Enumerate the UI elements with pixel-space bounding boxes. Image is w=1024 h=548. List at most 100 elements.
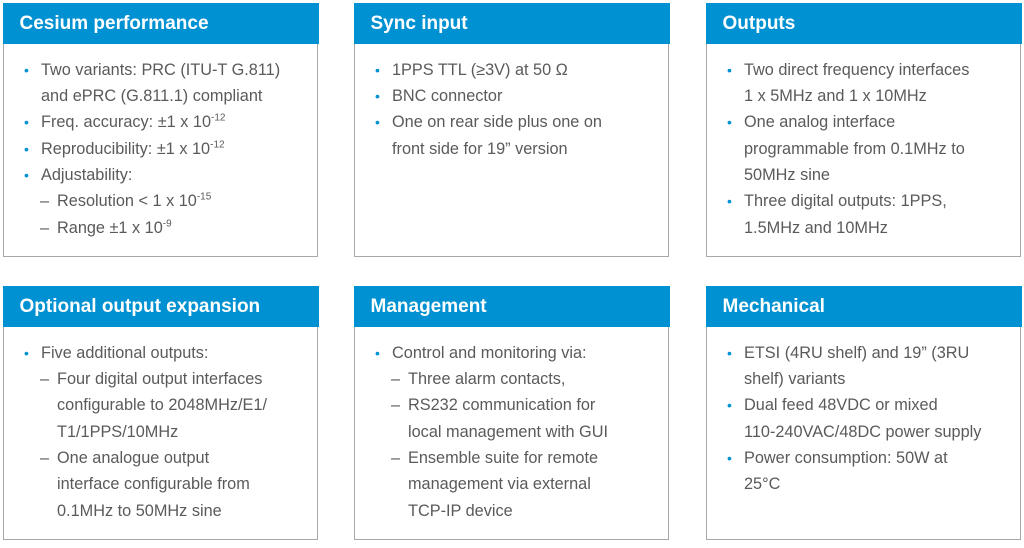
mechanical-panel: Mechanical • ETSI (4RU shelf) and 19” (3RU… xyxy=(705,285,1022,540)
cesium-performance-panel: Cesium performance • Two variants: PRC (IT… xyxy=(2,2,319,257)
dash-icon: – xyxy=(40,369,50,388)
bullet-item: • Control and monitoring via: xyxy=(355,340,668,366)
bullet-item: • Two variants: PRC (ITU-T G.811) xyxy=(4,57,317,83)
bullet-item: • One analog interface xyxy=(707,109,1020,135)
item-text: Dual feed 48VDC or mixed xyxy=(744,396,938,415)
item-text: 0.1MHz to 50MHz sine xyxy=(57,501,222,520)
outputs-panel: Outputs • Two direct frequency interfaces 1… xyxy=(705,2,1022,257)
item-continuation: T1/1PPS/10MHz xyxy=(4,419,317,445)
exponent: -12 xyxy=(210,139,225,151)
panel-body: • Control and monitoring via: –Three alarm… xyxy=(355,327,668,525)
sub-item: –Resolution < 1 x 10-15 xyxy=(4,188,317,214)
item-continuation: shelf) variants xyxy=(707,366,1020,392)
item-text: 1PPS TTL (≥3V) at 50 Ω xyxy=(392,60,568,79)
item-text: TCP-IP device xyxy=(408,501,513,520)
panel-body: • Two variants: PRC (ITU-T G.811) and ePRC… xyxy=(4,44,317,242)
bullet-icon: • xyxy=(375,61,380,78)
item-text: Three alarm contacts, xyxy=(408,369,566,388)
item-text: local management with GUI xyxy=(408,422,608,441)
dash-icon: – xyxy=(391,396,401,415)
item-text: Control and monitoring via: xyxy=(392,343,587,362)
item-text: Ensemble suite for remote xyxy=(408,449,599,468)
item-text: Two direct frequency interfaces xyxy=(744,60,970,79)
item-continuation: 110-240VAC/48DC power supply xyxy=(707,419,1020,445)
item-continuation: local management with GUI xyxy=(355,419,668,445)
bullet-item: • Dual feed 48VDC or mixed xyxy=(707,392,1020,418)
item-text: management via external xyxy=(408,475,591,494)
bullet-icon: • xyxy=(727,397,732,414)
item-text: One analog interface xyxy=(744,113,896,132)
bullet-item: • Adjustability: xyxy=(4,162,317,188)
sub-item: –One analogue output xyxy=(4,445,317,471)
item-text: RS232 communication for xyxy=(408,396,596,415)
item-continuation: 1.5MHz and 10MHz xyxy=(707,215,1020,241)
item-continuation: and ePRC (G.811.1) compliant xyxy=(4,83,317,109)
item-continuation: configurable to 2048MHz/E1/ xyxy=(4,392,317,418)
item-text: programmable from 0.1MHz to xyxy=(744,139,965,158)
panel-title: Mechanical xyxy=(705,285,1022,327)
bullet-icon: • xyxy=(375,344,380,361)
dash-icon: – xyxy=(40,218,50,237)
item-text: front side for 19” version xyxy=(392,139,568,158)
dash-icon: – xyxy=(40,449,50,468)
sub-item: –Range ±1 x 10-9 xyxy=(4,215,317,241)
dash-icon: – xyxy=(391,369,401,388)
panel-body: • ETSI (4RU shelf) and 19” (3RU shelf) var… xyxy=(707,327,1020,498)
item-text: Adjustability: xyxy=(41,166,133,185)
panel-title: Cesium performance xyxy=(2,2,319,44)
bullet-icon: • xyxy=(24,61,29,78)
bullet-item: • 1PPS TTL (≥3V) at 50 Ω xyxy=(355,57,668,83)
item-text: One analogue output xyxy=(57,449,210,468)
sub-item: –RS232 communication for xyxy=(355,392,668,418)
item-text: 110-240VAC/48DC power supply xyxy=(744,422,982,441)
bullet-icon: • xyxy=(24,140,29,157)
item-text: Freq. accuracy: ±1 x 10 xyxy=(41,113,212,132)
panel-title: Optional output expansion xyxy=(2,285,319,327)
bullet-icon: • xyxy=(24,344,29,361)
item-text: 1.5MHz and 10MHz xyxy=(744,218,888,237)
item-text: Three digital outputs: 1PPS, xyxy=(744,192,947,211)
dash-icon: – xyxy=(40,192,50,211)
item-text: Five additional outputs: xyxy=(41,343,209,362)
item-text: Range ±1 x 10 xyxy=(57,218,163,237)
bullet-item: • One on rear side plus one on xyxy=(355,109,668,135)
sub-item: –Three alarm contacts, xyxy=(355,366,668,392)
item-continuation: interface configurable from xyxy=(4,471,317,497)
bullet-icon: • xyxy=(24,114,29,131)
item-text: ETSI (4RU shelf) and 19” (3RU xyxy=(744,343,970,362)
bullet-icon: • xyxy=(375,114,380,131)
item-text: configurable to 2048MHz/E1/ xyxy=(57,396,267,415)
bullet-icon: • xyxy=(24,167,29,184)
item-text: Resolution < 1 x 10 xyxy=(57,192,197,211)
bullet-item: •BNC connector xyxy=(355,83,668,109)
item-text: Reproducibility: ±1 x 10 xyxy=(41,139,211,158)
panel-title: Outputs xyxy=(705,2,1022,44)
item-continuation: 0.1MHz to 50MHz sine xyxy=(4,498,317,524)
item-continuation: 1 x 5MHz and 1 x 10MHz xyxy=(707,83,1020,109)
bullet-item: •Freq. accuracy: ±1 x 10-12 xyxy=(4,109,317,135)
item-text: One on rear side plus one on xyxy=(392,113,602,132)
bullet-icon: • xyxy=(727,344,732,361)
panel-title: Sync input xyxy=(353,2,670,44)
bullet-icon: • xyxy=(727,193,732,210)
bullet-icon: • xyxy=(727,61,732,78)
bullet-item: • Two direct frequency interfaces xyxy=(707,57,1020,83)
item-text: and ePRC (G.811.1) compliant xyxy=(41,86,263,105)
panel-body: •Five additional outputs:–Four digital o… xyxy=(4,327,317,525)
item-text: Four digital output interfaces xyxy=(57,369,263,388)
sync-input-panel: Sync input • 1PPS TTL (≥3V) at 50 Ω •BNC co… xyxy=(353,2,670,257)
optional-output-expansion-panel: Optional output expansion • Five additiona… xyxy=(2,285,319,540)
exponent: -9 xyxy=(162,218,172,230)
panel-body: • Two direct frequency interfaces 1 x 5MHz… xyxy=(707,44,1020,242)
item-text: Power consumption: 50W at xyxy=(744,449,948,468)
item-text: Two variants: PRC (ITU-T G.811) xyxy=(41,60,281,79)
item-text: 25°C xyxy=(744,475,781,494)
bullet-icon: • xyxy=(727,114,732,131)
item-continuation: management via external xyxy=(355,471,668,497)
item-continuation: TCP-IP device xyxy=(355,498,668,524)
panel-title: Management xyxy=(353,285,670,327)
item-continuation: front side for 19” version xyxy=(355,136,668,162)
item-continuation: 25°C xyxy=(707,471,1020,497)
item-text: 50MHz sine xyxy=(744,166,830,185)
item-text: T1/1PPS/10MHz xyxy=(57,422,179,441)
